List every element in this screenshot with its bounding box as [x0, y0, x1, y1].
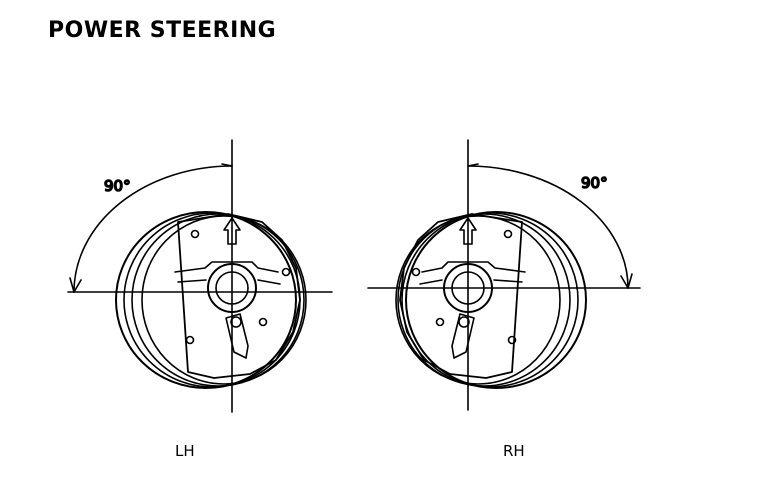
- lh-angle-label: 90°: [104, 177, 131, 195]
- page-title: POWER STEERING: [48, 18, 277, 43]
- lh-steering-wheel: [115, 211, 307, 389]
- rh-caption: RH: [503, 442, 525, 460]
- rh-angle-arc: [467, 165, 629, 289]
- lh-caption: LH: [175, 442, 195, 460]
- rh-steering-wheel: [395, 211, 587, 389]
- lh-arc-arrowhead: [69, 277, 82, 293]
- rh-arc-arrowhead: [620, 273, 633, 289]
- rh-angle-label: 90°: [581, 174, 608, 192]
- lh-angle-arc: [73, 165, 233, 293]
